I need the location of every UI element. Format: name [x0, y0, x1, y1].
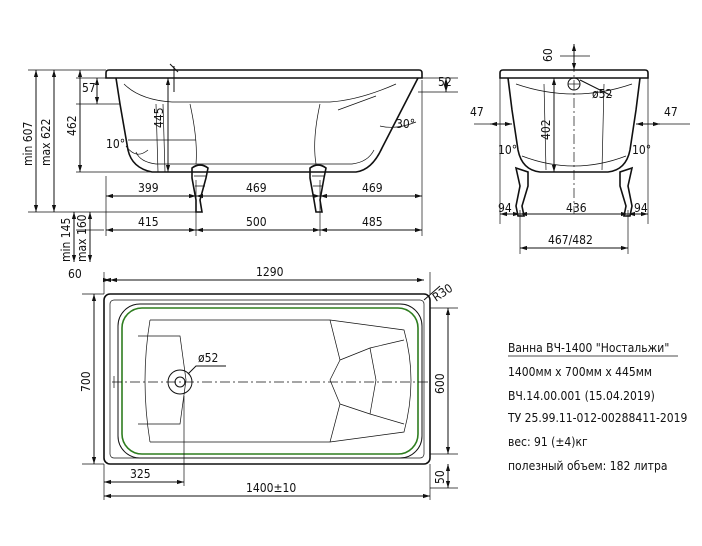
side-dim-469b: 469 [362, 181, 383, 195]
end-dim-402: 402 [539, 119, 553, 140]
spec-tu: ТУ 25.99.11-012-00288411-2019 [507, 411, 687, 425]
side-dim-57: 57 [82, 81, 96, 95]
spec-volume: полезный объем: 182 литра [508, 459, 667, 473]
side-dim-399: 399 [138, 181, 159, 195]
end-dim-467-482: 467/482 [548, 233, 593, 247]
side-dim-445: 445 [152, 107, 166, 128]
end-dim-436: 436 [566, 201, 587, 215]
end-dim-10deg-right: 10° [632, 143, 651, 157]
side-view: 57 52 445 10° 30° 399 469 469 415 500 48… [21, 63, 458, 262]
side-dim-10deg: 10° [106, 137, 125, 151]
plan-view: 60 1290 R30 ø52 700 600 325 1400±10 50 [68, 265, 458, 500]
end-dim-47-left: 47 [470, 105, 484, 119]
end-dim-94-left: 94 [498, 201, 512, 215]
end-dim-dia52: ø52 [592, 87, 612, 101]
end-dim-60: 60 [541, 48, 555, 62]
plan-dim-600: 600 [433, 373, 447, 394]
end-dim-94-right: 94 [634, 201, 648, 215]
spec-weight: вес: 91 (±4)кг [508, 435, 588, 449]
plan-dim-1400: 1400±10 [246, 481, 296, 495]
plan-dim-700: 700 [79, 371, 93, 392]
plan-dim-1290: 1290 [256, 265, 284, 279]
side-dim-max622: max 622 [39, 118, 53, 166]
side-dim-min145: min 145 [59, 218, 73, 262]
side-dim-415: 415 [138, 215, 159, 229]
plan-dim-325: 325 [130, 467, 151, 481]
side-dim-52: 52 [438, 75, 452, 89]
side-dim-500: 500 [246, 215, 267, 229]
plan-dim-50: 50 [433, 470, 447, 484]
side-dim-30deg: 30° [396, 117, 415, 131]
spec-title: Ванна ВЧ-1400 "Ностальжи" [508, 341, 669, 355]
end-view: 60 ø52 47 47 402 10° 10° 94 436 94 467/4… [470, 44, 690, 254]
plan-dim-60: 60 [68, 267, 82, 281]
side-dim-485: 485 [362, 215, 383, 229]
plan-dim-r30: R30 [430, 281, 456, 305]
side-dim-462: 462 [65, 115, 79, 136]
end-dim-47-right: 47 [664, 105, 678, 119]
spec-code: ВЧ.14.00.001 (15.04.2019) [508, 389, 655, 403]
side-dim-469a: 469 [246, 181, 267, 195]
side-dim-max160: max 160 [75, 214, 89, 262]
side-dim-min607: min 607 [21, 122, 35, 166]
end-dim-10deg-left: 10° [498, 143, 517, 157]
spec-size: 1400мм х 700мм х 445мм [508, 365, 652, 379]
plan-dim-dia52: ø52 [198, 351, 218, 365]
spec-block: Ванна ВЧ-1400 "Ностальжи" 1400мм х 700мм… [507, 341, 687, 473]
